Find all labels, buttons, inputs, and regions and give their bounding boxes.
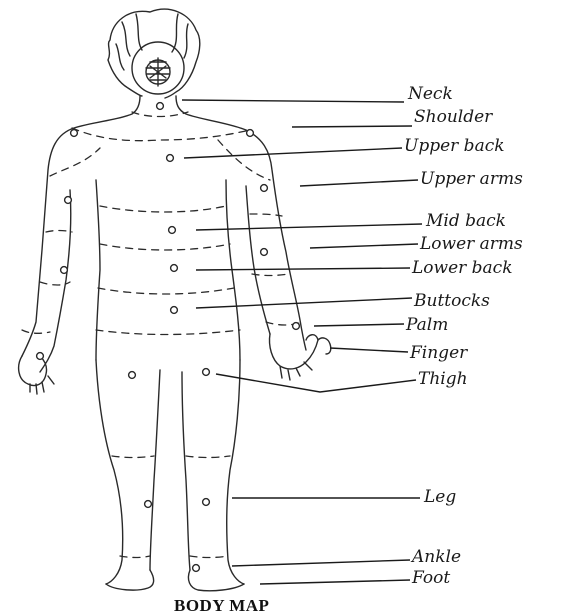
lower-arm-dot-right [261,249,268,256]
label-palm: Palm [405,315,448,335]
leg-dot-left [145,501,152,508]
shoulder-boundary [72,128,250,141]
label-mid-back: Mid back [425,211,506,231]
right-shoulder-arc [218,140,270,180]
neck-leader [182,100,404,102]
mid-back-leader [196,224,422,230]
neck-boundary [132,112,188,117]
label-upper-back: Upper back [404,136,505,156]
right-leg-outer [227,360,244,584]
upper-back-dot [167,155,174,162]
palm-dot-right [293,323,300,330]
shoulder-leader [292,126,412,127]
right-leg-inner [182,372,190,570]
leg-dot-right [203,499,210,506]
upper-arm-boundary-left [46,231,72,233]
upper-arm-dot-right [261,185,268,192]
upper-arm-dot-left [65,197,72,204]
palm-leader [314,324,404,326]
knee-boundary [112,456,230,458]
right-hand [269,334,318,380]
label-thigh: Thigh [418,369,468,389]
palm-dot-left [37,353,44,360]
label-shoulder: Shoulder [414,107,493,127]
thigh-dot-left [129,372,136,379]
thigh-leader [216,374,416,392]
lower-back-leader [196,268,410,270]
diagram-title: BODY MAP [174,596,269,614]
buttocks-boundary [98,288,234,294]
label-neck: Neck [407,84,453,104]
left-leg-inner [150,370,160,570]
shoulder-dot-right [247,130,254,137]
mid-back-boundary [100,206,226,212]
upper-arms-leader [300,180,418,186]
left-shoulder-arc [50,148,100,176]
region-boundaries [22,112,302,558]
buttocks-dot [171,307,178,314]
label-lower-arms: Lower arms [419,234,523,254]
thigh-dot-right [203,369,210,376]
foot-dot [193,565,200,572]
face-hatch [146,58,170,86]
lower-arms-leader [310,244,418,248]
label-upper-arms: Upper arms [420,169,523,189]
foot-leader [260,580,410,584]
label-foot: Foot [411,568,450,588]
region-dots [37,103,300,572]
neck-dot [157,103,164,110]
upper-back-leader [184,148,402,158]
lower-back-boundary [100,244,230,250]
label-finger: Finger [409,343,468,363]
label-leg: Leg [423,487,456,507]
label-buttocks: Buttocks [413,291,490,311]
label-lower-back: Lower back [411,258,513,278]
body-outline [19,9,331,591]
ankle-leader [232,560,410,566]
hip-boundary [96,330,240,335]
lower-back-dot [171,265,178,272]
region-labels: Neck Shoulder Upper back Upper arms Mid … [404,84,523,588]
torso-outline-right [176,96,306,350]
torso-outline [22,96,140,356]
leader-lines [182,100,422,584]
shoulder-dot-left [71,130,78,137]
left-waist [96,180,100,360]
label-ankle: Ankle [410,547,461,567]
upper-arm-boundary-right [250,214,282,216]
lower-arm-boundary-right [252,274,288,276]
right-foot [188,570,244,591]
finger-leader [330,348,408,352]
lower-arm-dot-left [61,267,68,274]
wrist-boundary-left [22,330,50,333]
mid-back-dot [169,227,176,234]
right-thumb [318,338,331,354]
left-leg-outer [96,360,123,584]
buttocks-leader [196,298,412,308]
left-hand [19,356,47,386]
ankle-boundary [120,556,228,558]
right-inner-arm [246,186,270,334]
